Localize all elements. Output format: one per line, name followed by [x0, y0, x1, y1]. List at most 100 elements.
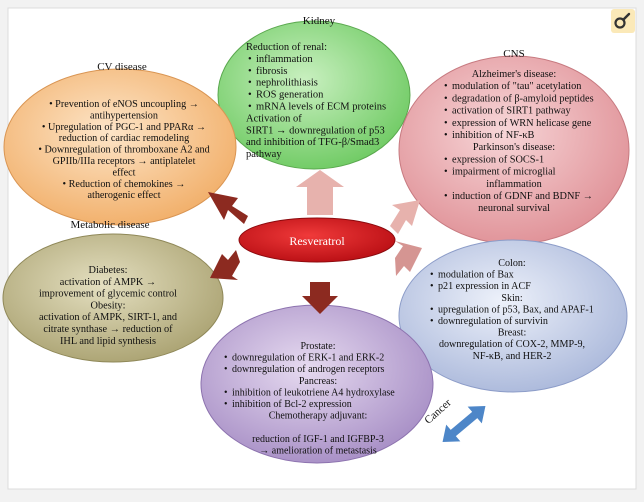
cv-line: antihypertension [90, 110, 158, 121]
cns-text: Alzheimer's disease:•modulation of "tau"… [444, 69, 594, 214]
kidney-line: and inhibition of TFG-β/Smad3 [246, 137, 379, 148]
cancer_right-line: upregulation of p53, Bax, and APAF-1 [438, 304, 594, 315]
cns-bullet: • [444, 106, 448, 117]
kidney-title: Kidney [303, 15, 336, 27]
resveratrol-ellipse [238, 217, 396, 263]
cns-bullet: • [444, 93, 448, 104]
cancer_right-line: Skin: [501, 293, 522, 304]
cns-bullet: • [444, 167, 448, 178]
cancer_right-bullet: • [430, 281, 434, 292]
metabolic-line: activation of AMPK, SIRT-1, and [39, 312, 178, 323]
cancer_bottom-line: inhibition of leukotriene A4 hydroxylase [232, 387, 395, 398]
cancer-right-ellipse [398, 239, 628, 393]
cns-bullet: • [444, 118, 448, 129]
cancer_bottom-bullet: • [224, 399, 228, 410]
cancer_right-bullet: • [430, 270, 434, 281]
kidney-line: mRNA levels of ECM proteins [256, 102, 386, 113]
kidney-bullet: • [248, 66, 252, 77]
cancer_right-bullet: • [430, 304, 434, 315]
cv-line: • Downregulation of thromboxane A2 and [38, 145, 209, 156]
cns-line: degradation of β-amyloid peptides [452, 93, 594, 104]
kidney-bullet: • [248, 90, 252, 101]
cancer_bottom-bullet: • [224, 387, 228, 398]
kidney-line: Activation of [246, 113, 302, 124]
cv-line: effect [113, 167, 136, 178]
cns-bullet: • [444, 191, 448, 202]
cancer_bottom-line: Prostate: [301, 341, 336, 352]
cns-line: activation of SIRT1 pathway [452, 106, 571, 117]
cns-line: induction of GDNF and BDNF → [452, 191, 593, 202]
arrow-to-cancer-right [395, 241, 422, 276]
arrow-to-cns [390, 200, 420, 234]
metabolic-text: Diabetes:activation of AMPK →improvement… [39, 265, 178, 347]
cancer_right-line: modulation of Bax [438, 270, 514, 281]
cancer_bottom-bullet: • [224, 353, 228, 364]
cns-line: expression of SOCS-1 [452, 154, 544, 165]
cns-bullet: • [444, 154, 448, 165]
cv-ellipse [3, 68, 237, 226]
kidney-line: fibrosis [256, 66, 288, 77]
arrow-to-cancer-bottom [302, 282, 338, 314]
arrow-to-kidney [296, 170, 344, 215]
cns-bullet: • [444, 81, 448, 92]
cancer_bottom-line: downregulation of ERK-1 and ERK-2 [232, 353, 384, 364]
cv-line: • Reduction of chemokines → [63, 179, 186, 190]
cancer_right-bullet: • [430, 316, 434, 327]
cns-line: impairment of microglial [452, 167, 556, 178]
cancer_bottom-line: Pancreas: [299, 376, 337, 387]
cv-line: reduction of cardiac remodeling [59, 133, 189, 144]
cancer_bottom-line: reduction of IGF-1 and IGFBP-3 [252, 434, 384, 445]
kidney-line: ROS generation [256, 90, 324, 101]
cv-line: GPIIb/IIIa receptors → antiplatelet [53, 156, 196, 167]
kidney-line: pathway [246, 149, 282, 160]
cancer_bottom-line: inhibition of Bcl-2 expression [232, 399, 352, 410]
kidney-bullet: • [248, 102, 252, 113]
resveratrol-label: Resveratrol [289, 234, 345, 248]
cancer_bottom-line: downregulation of androgen receptors [232, 364, 385, 375]
cancer_right-line: downregulation of COX-2, MMP-9, [439, 339, 585, 350]
metabolic-title: Metabolic disease [70, 219, 149, 231]
kidney-line: SIRT1 → downregulation of p53 [246, 125, 385, 136]
cancer_bottom-line: Chemotherapy adjuvant: [269, 411, 368, 422]
cv-title: CV disease [97, 61, 147, 73]
metabolic-line: citrate synthase → reduction of [43, 324, 173, 335]
metabolic-ellipse [2, 233, 224, 363]
cancer_bottom-line: → amelioration of metastasis [259, 445, 377, 456]
metabolic-line: Diabetes: [89, 265, 128, 276]
kidney-bullet: • [248, 78, 252, 89]
cns-line: inhibition of NF-κB [452, 130, 535, 141]
cns-line: neuronal survival [478, 203, 550, 214]
kidney-line: Reduction of renal: [246, 42, 327, 53]
kidney-ellipse [217, 20, 411, 170]
arrow-to-metabolic [210, 250, 240, 280]
cancer_right-line: p21 expression in ACF [438, 281, 531, 292]
cns-line: expression of WRN helicase gene [452, 118, 592, 129]
cv-line: • Prevention of eNOS uncoupling → [49, 99, 199, 110]
cancer_right-line: downregulation of survivin [438, 316, 548, 327]
cv-line: atherogenic effect [87, 190, 160, 201]
kidney-line: nephrolithiasis [256, 78, 318, 89]
cancer_bottom-bullet: • [224, 364, 228, 375]
kidney-line: inflammation [256, 54, 313, 65]
arrow-to-cv [208, 192, 248, 224]
cv-line: • Upregulation of PGC-1 and PPARα → [42, 122, 206, 133]
cancer_right-line: NF-κB, and HER-2 [473, 351, 552, 362]
cancer-bottom-text: Prostate: • downregulation of ERK-1 and ER… [224, 341, 395, 456]
cns-line: modulation of "tau" acetylation [452, 81, 581, 92]
zoom-icon[interactable] [611, 9, 635, 33]
metabolic-line: improvement of glycemic control [39, 289, 177, 300]
cns-line: inflammation [486, 179, 541, 190]
metabolic-line: activation of AMPK → [60, 277, 156, 288]
cancer-right-text: Colon: • modulation of Bax • p21 expression … [430, 258, 594, 362]
cancer_right-line: Colon: [498, 258, 525, 269]
kidney-bullet: • [248, 54, 252, 65]
cv-text: • Prevention of eNOS uncoupling →antihyp… [38, 99, 209, 201]
cns-line: Parkinson's disease: [473, 142, 555, 153]
metabolic-line: Obesity: [91, 300, 126, 311]
double-arrow [442, 406, 486, 442]
metabolic-line: IHL and lipid synthesis [60, 336, 156, 347]
cns-bullet: • [444, 130, 448, 141]
cns-title: CNS [503, 48, 524, 60]
